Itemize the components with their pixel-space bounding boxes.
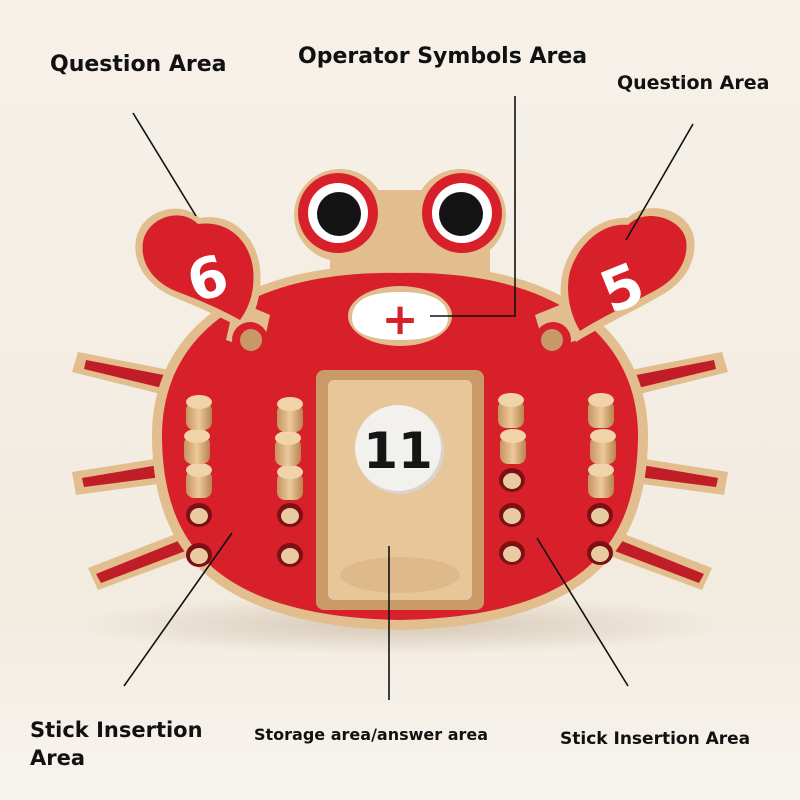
leader-stick-right [536, 537, 629, 687]
stick-insertion-area-right [498, 393, 616, 565]
right-claw [535, 208, 695, 358]
storage-answer-area-label: Storage area/answer area [254, 725, 489, 744]
leader-question-right [625, 123, 694, 241]
peg-column [587, 393, 616, 565]
operator-symbol-window [348, 286, 452, 346]
operator-symbols-area-label: Operator Symbols Area [298, 44, 588, 69]
answer-number: 11 [363, 422, 433, 480]
leader-stick-left [123, 532, 233, 687]
question-area-right-label: Question Area [617, 72, 770, 94]
stick-insertion-area-left [184, 395, 303, 567]
peg-column [275, 397, 303, 567]
leader-question-left [132, 112, 197, 217]
left-claw [135, 208, 270, 358]
stick-insertion-area-right-label: Stick Insertion Area [560, 729, 751, 749]
operator-symbol: + [382, 294, 419, 345]
question-area-left-label: Question Area [50, 52, 227, 77]
answer-disc [355, 405, 444, 494]
crab-eyes [294, 169, 506, 285]
peg-column [184, 395, 212, 567]
annotation-lines [123, 96, 694, 700]
leader-operator [430, 96, 516, 317]
stick-insertion-area-left-label: Stick Insertion Area [30, 718, 203, 770]
peg-column [498, 393, 526, 565]
